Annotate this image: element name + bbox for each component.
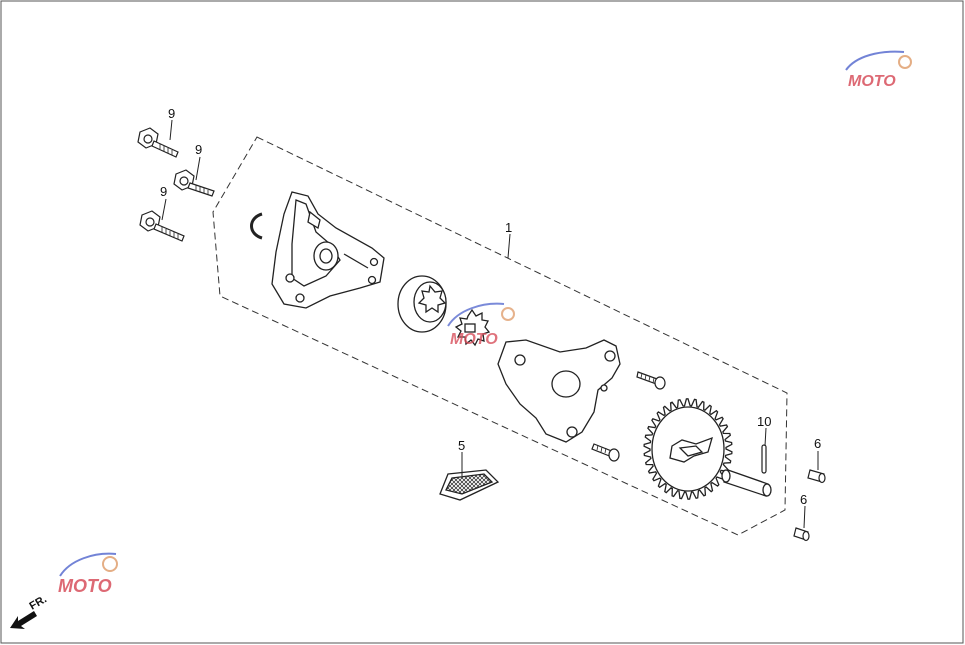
callout-9c: 9 — [160, 184, 167, 199]
watermark-top-right: MOTO — [845, 50, 912, 90]
callout-6a: 6 — [814, 436, 821, 451]
outer-rotor — [397, 275, 447, 333]
leader-9a — [169, 119, 173, 141]
callout-10: 10 — [757, 414, 771, 429]
callout-9b: 9 — [195, 142, 202, 157]
bolt-9c — [139, 210, 185, 242]
leader-6b — [803, 505, 806, 529]
inner-rotor — [454, 308, 491, 347]
pump-cover-plate — [497, 339, 621, 443]
oil-pump-body — [271, 191, 385, 309]
watermark-bottom-left: MOTO — [58, 552, 118, 596]
watermark-brand: MOTO — [58, 576, 112, 596]
car-silhouette-icon — [845, 50, 905, 71]
car-silhouette-icon — [447, 302, 505, 327]
leader-9c — [161, 198, 167, 221]
callout-5: 5 — [458, 438, 465, 453]
gear-icon — [501, 307, 515, 321]
front-indicator-label: FR. — [28, 593, 49, 612]
oil-pump-driven-gear — [643, 398, 733, 500]
front-arrow-icon — [10, 611, 37, 629]
snap-ring — [250, 212, 263, 240]
leader-10 — [764, 427, 767, 447]
gear-icon — [898, 55, 912, 69]
dowel-pin-6a — [807, 469, 826, 484]
screw-lower — [591, 443, 620, 462]
callout-1: 1 — [505, 220, 512, 235]
watermark-brand: MOTO — [848, 73, 896, 90]
pump-shaft — [721, 469, 772, 497]
watermark-brand: MOTO — [450, 331, 498, 348]
callout-9a: 9 — [168, 106, 175, 121]
bolt-9b — [173, 169, 215, 197]
pin-10 — [761, 444, 767, 474]
oil-strainer-5 — [439, 469, 500, 501]
bolt-9a — [137, 127, 179, 158]
assembly-outline — [212, 136, 788, 536]
watermark-center: MOTO — [447, 302, 515, 348]
car-silhouette-icon — [59, 552, 117, 577]
screw-upper — [636, 371, 666, 390]
leader-9b — [195, 156, 201, 181]
callout-6b: 6 — [800, 492, 807, 507]
leader-1 — [507, 233, 511, 259]
dowel-pin-6b — [793, 527, 810, 542]
gear-icon — [102, 556, 118, 572]
